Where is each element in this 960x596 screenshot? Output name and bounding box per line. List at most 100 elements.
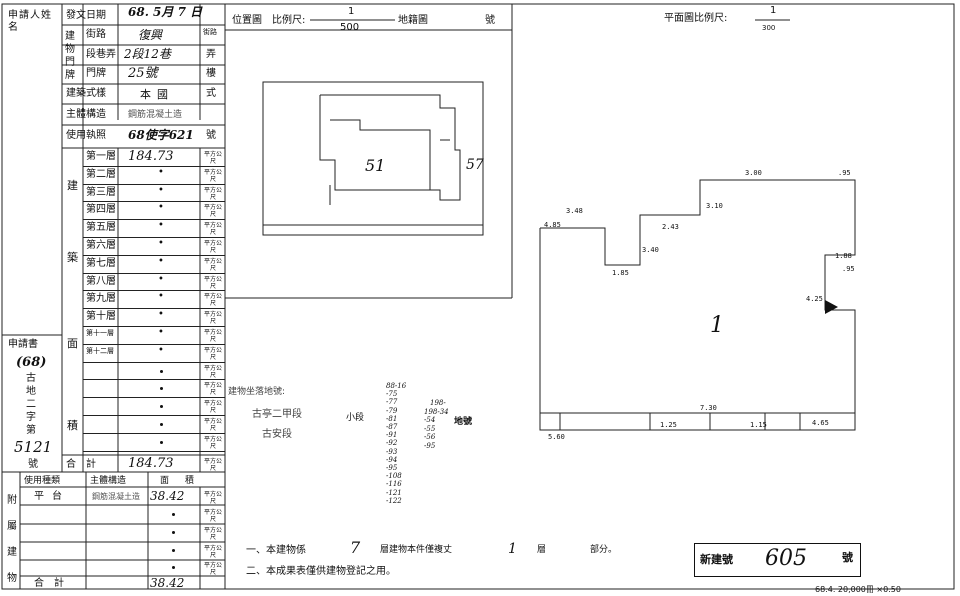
floor-name: 第十層 <box>86 311 116 323</box>
attached-total-value: 38.42 <box>150 576 185 590</box>
plan-dim: 3.48 <box>566 207 583 215</box>
floor-name: 第四層 <box>86 204 116 216</box>
plan-dim: .95 <box>842 265 855 273</box>
style-value: 本國 <box>140 88 174 101</box>
land-section: 古亭二甲段 <box>252 409 302 420</box>
land-number: 198-34 <box>424 407 449 416</box>
street-suffix: 街路 <box>203 28 217 36</box>
floor-area-unit: 平方公尺 <box>203 257 222 272</box>
land-number: -91 <box>386 431 398 440</box>
lane-label: 段巷弄 <box>86 49 116 60</box>
attached-label: 附屬建物 <box>7 495 17 584</box>
new-number-box <box>694 543 861 577</box>
floor-area-value: • <box>158 202 164 214</box>
lot-a: 51 <box>365 156 386 175</box>
floor-row-line <box>83 201 225 203</box>
structure-value: 鋼筋混凝土造 <box>128 110 183 120</box>
floor-area-value: • <box>158 255 164 267</box>
floor-area-unit: 平方公尺 <box>203 275 222 290</box>
floor-name: 第七層 <box>86 257 116 269</box>
location-scale-num: 1 <box>348 6 355 17</box>
license-value: 68使字621 <box>128 128 194 142</box>
attached-header-structure: 主體構造 <box>90 476 127 486</box>
floor-area-unit: 平方公尺 <box>203 400 222 415</box>
plan-dim: 1.25 <box>660 421 677 429</box>
land-heading: 建物坐落地號: <box>228 387 286 397</box>
floor-name: 第九層 <box>86 293 116 305</box>
note-line1-floors: 7 <box>350 538 361 557</box>
note-line1-part: 1 <box>508 541 517 557</box>
note-line2: 二、本成果表僅供建物登記之用。 <box>246 566 396 577</box>
plan-dim: 7.30 <box>700 404 717 412</box>
floor-blank-dot <box>160 440 163 444</box>
floor-name: 第二層 <box>86 168 116 180</box>
land-number: -54 <box>424 416 436 424</box>
floor-blank-dot <box>160 423 163 426</box>
land-number: -92 <box>386 439 398 448</box>
floor-row-line <box>83 219 225 221</box>
location-scale-label: 比例尺: <box>272 15 306 26</box>
plan-dim: 3.40 <box>642 246 659 254</box>
app-book-place: 古地二字第 <box>26 373 36 436</box>
floor-area-value: • <box>158 166 164 178</box>
total-value: 184.73 <box>128 456 174 471</box>
area-vertical-1: 建 <box>67 179 78 192</box>
new-number-label: 新建號 <box>700 553 733 566</box>
floor-row-line <box>83 379 225 381</box>
attached-unit-5: 平方公尺 <box>203 562 222 576</box>
land-number: -116 <box>386 480 402 489</box>
plan-dim: 3.00 <box>745 169 762 177</box>
floor-blank-dot <box>160 369 163 373</box>
attached-unit-1: 平方公尺 <box>203 491 222 505</box>
floor-name: 第六層 <box>86 240 116 251</box>
area-vertical-4: 積 <box>67 419 78 432</box>
floor-blank-dot <box>160 405 163 409</box>
floor-row-line <box>83 415 225 416</box>
attached-total-label: 合計 <box>34 578 74 589</box>
street-value: 復興 <box>138 28 163 42</box>
attached-dot-4 <box>172 549 175 552</box>
plan-dim: 4.65 <box>812 419 829 427</box>
floor-name: 第十一層 <box>86 329 114 337</box>
floor-blank-dot <box>160 387 163 391</box>
street-label: 街路 <box>86 29 106 40</box>
floor-row-line <box>83 432 225 434</box>
date-label: 發文日期 <box>66 10 106 21</box>
plan-scale-num: 1 <box>770 5 777 16</box>
floor-area-unit: 平方公尺 <box>203 311 222 326</box>
total-label: 合計 <box>66 459 106 470</box>
land-number: 88-16 <box>386 382 407 390</box>
app-book-number: (68) <box>16 355 47 370</box>
floor-area-unit: 平方公尺 <box>203 435 222 450</box>
floor-area-value: • <box>158 327 164 338</box>
floor-area-unit: 平方公尺 <box>203 382 222 397</box>
land-number: -108 <box>386 472 402 481</box>
floor-name: 第十二層 <box>86 346 114 355</box>
attached-structure: 鋼筋混凝土造 <box>92 492 140 501</box>
land-number: -95 <box>386 464 398 472</box>
land-number: -55 <box>424 424 436 433</box>
land-number: -94 <box>386 455 398 464</box>
land-suffix: 地號 <box>454 417 473 427</box>
land-number: -87 <box>386 423 398 431</box>
land-place: 古安段 <box>262 429 292 440</box>
plan-title: 平面圖比例尺: <box>664 13 728 24</box>
license-label: 使用執照 <box>66 130 106 141</box>
location-map-title: 位置圖 <box>232 15 262 26</box>
number-value: 25號 <box>128 66 158 81</box>
floor-area-value: • <box>158 273 164 285</box>
floor-name: 第三層 <box>86 186 116 198</box>
plan-dim: 4.85 <box>544 221 561 229</box>
structure-label: 主體構造 <box>66 109 106 120</box>
plan-dim: 3.10 <box>706 202 723 210</box>
app-book-doc-number: 5121 <box>14 438 53 456</box>
attached-use: 平台 <box>34 491 70 502</box>
total-unit: 平方公尺 <box>203 458 222 472</box>
floor-area-value: • <box>158 184 164 196</box>
lane-value: 2段12巷 <box>124 47 171 61</box>
floor-row-line <box>83 165 225 167</box>
number-label: 門牌 <box>86 68 106 79</box>
floor-area-value: • <box>158 309 164 321</box>
land-number: 198- <box>430 399 446 407</box>
